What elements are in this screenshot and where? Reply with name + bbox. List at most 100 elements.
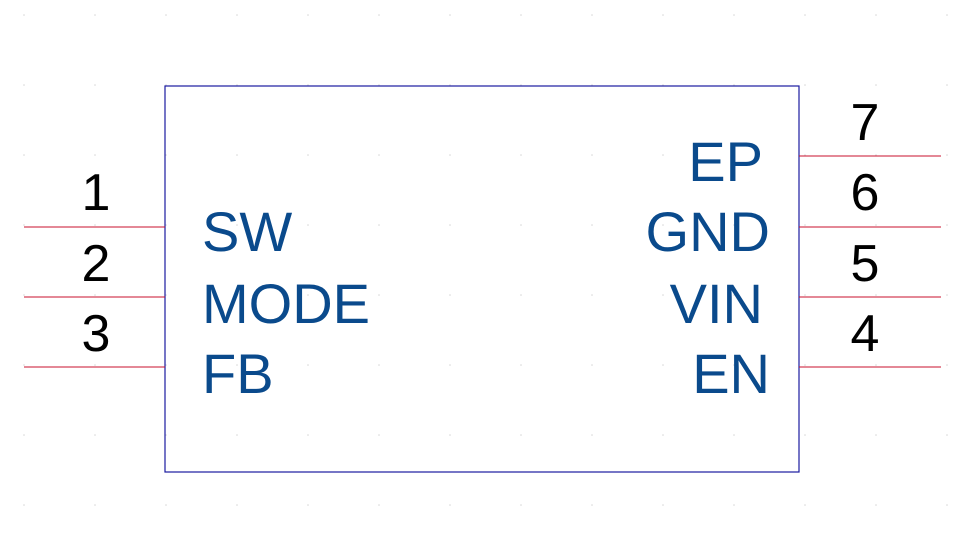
pin-2-name: MODE: [202, 272, 370, 335]
grid-dot: [662, 14, 664, 16]
grid-dot: [662, 84, 664, 86]
grid-dot: [520, 154, 522, 156]
grid-dot: [236, 364, 238, 366]
grid-dot: [946, 224, 948, 226]
grid-dot: [378, 84, 380, 86]
grid-dot: [94, 294, 96, 296]
grid-dot: [804, 84, 806, 86]
grid-dot: [662, 504, 664, 506]
grid-dot: [946, 504, 948, 506]
grid-dot: [307, 84, 309, 86]
grid-dot: [23, 154, 25, 156]
grid-dot: [946, 14, 948, 16]
pin-1-name: SW: [202, 200, 292, 263]
grid-dot: [733, 14, 735, 16]
grid-dot: [875, 14, 877, 16]
grid-dot: [449, 364, 451, 366]
grid-dot: [520, 294, 522, 296]
grid-dot: [449, 294, 451, 296]
grid-dot: [94, 224, 96, 226]
pin-3-number: 3: [82, 305, 111, 363]
grid-dot: [804, 224, 806, 226]
grid-dot: [378, 504, 380, 506]
grid-dot: [236, 84, 238, 86]
pin-5-number: 5: [851, 235, 880, 293]
grid-dot: [378, 364, 380, 366]
grid-dot: [94, 434, 96, 436]
grid-dot: [733, 84, 735, 86]
grid-dot: [23, 364, 25, 366]
grid-dot: [236, 14, 238, 16]
grid-dot: [591, 504, 593, 506]
grid-dot: [733, 224, 735, 226]
grid-dot: [520, 504, 522, 506]
grid-dot: [236, 434, 238, 436]
grid-dot: [165, 504, 167, 506]
grid-dot: [733, 504, 735, 506]
grid-dot: [946, 294, 948, 296]
grid-dot: [662, 434, 664, 436]
grid-dot: [23, 504, 25, 506]
grid-dot: [236, 224, 238, 226]
grid-dot: [591, 224, 593, 226]
grid-dot: [236, 154, 238, 156]
grid-dot: [804, 154, 806, 156]
pin-5-name: VIN: [670, 272, 763, 335]
grid-dot: [804, 434, 806, 436]
grid-dot: [946, 364, 948, 366]
grid-dot: [236, 504, 238, 506]
grid-dot: [591, 84, 593, 86]
grid-dot: [662, 364, 664, 366]
grid-dot: [520, 224, 522, 226]
grid-dot: [875, 224, 877, 226]
background-grid: [23, 14, 948, 506]
pin-7-number: 7: [851, 94, 880, 152]
grid-dot: [23, 84, 25, 86]
grid-dot: [94, 84, 96, 86]
grid-dot: [449, 504, 451, 506]
grid-dot: [307, 224, 309, 226]
grid-dot: [236, 294, 238, 296]
grid-dot: [591, 364, 593, 366]
grid-dot: [307, 154, 309, 156]
grid-dot: [307, 434, 309, 436]
grid-dot: [307, 504, 309, 506]
component-body: [164, 85, 800, 473]
right-pins: 7 EP 6 GND 5 VIN 4 EN: [646, 94, 941, 405]
grid-dot: [520, 84, 522, 86]
grid-dot: [591, 154, 593, 156]
grid-dot: [804, 294, 806, 296]
grid-dot: [94, 154, 96, 156]
grid-dot: [733, 434, 735, 436]
grid-dot: [875, 294, 877, 296]
grid-dot: [94, 364, 96, 366]
grid-dot: [662, 154, 664, 156]
grid-dot: [875, 154, 877, 156]
pin-4-name: EN: [692, 342, 770, 405]
grid-dot: [733, 154, 735, 156]
pin-3-name: FB: [202, 342, 274, 405]
grid-dot: [520, 434, 522, 436]
grid-dot: [378, 14, 380, 16]
grid-dot: [875, 364, 877, 366]
grid-dot: [23, 434, 25, 436]
grid-dot: [165, 84, 167, 86]
grid-dot: [946, 434, 948, 436]
grid-dot: [94, 504, 96, 506]
grid-dot: [520, 14, 522, 16]
grid-dot: [804, 364, 806, 366]
grid-dot: [23, 14, 25, 16]
grid-dot: [378, 294, 380, 296]
grid-dot: [946, 84, 948, 86]
grid-dot: [804, 14, 806, 16]
grid-dot: [591, 294, 593, 296]
grid-dot: [591, 434, 593, 436]
pin-1-number: 1: [82, 164, 111, 222]
grid-dot: [94, 14, 96, 16]
grid-dot: [449, 154, 451, 156]
pin-2-number: 2: [82, 235, 111, 293]
grid-dot: [307, 364, 309, 366]
grid-dot: [662, 224, 664, 226]
pin-7-name: EP: [688, 130, 763, 193]
